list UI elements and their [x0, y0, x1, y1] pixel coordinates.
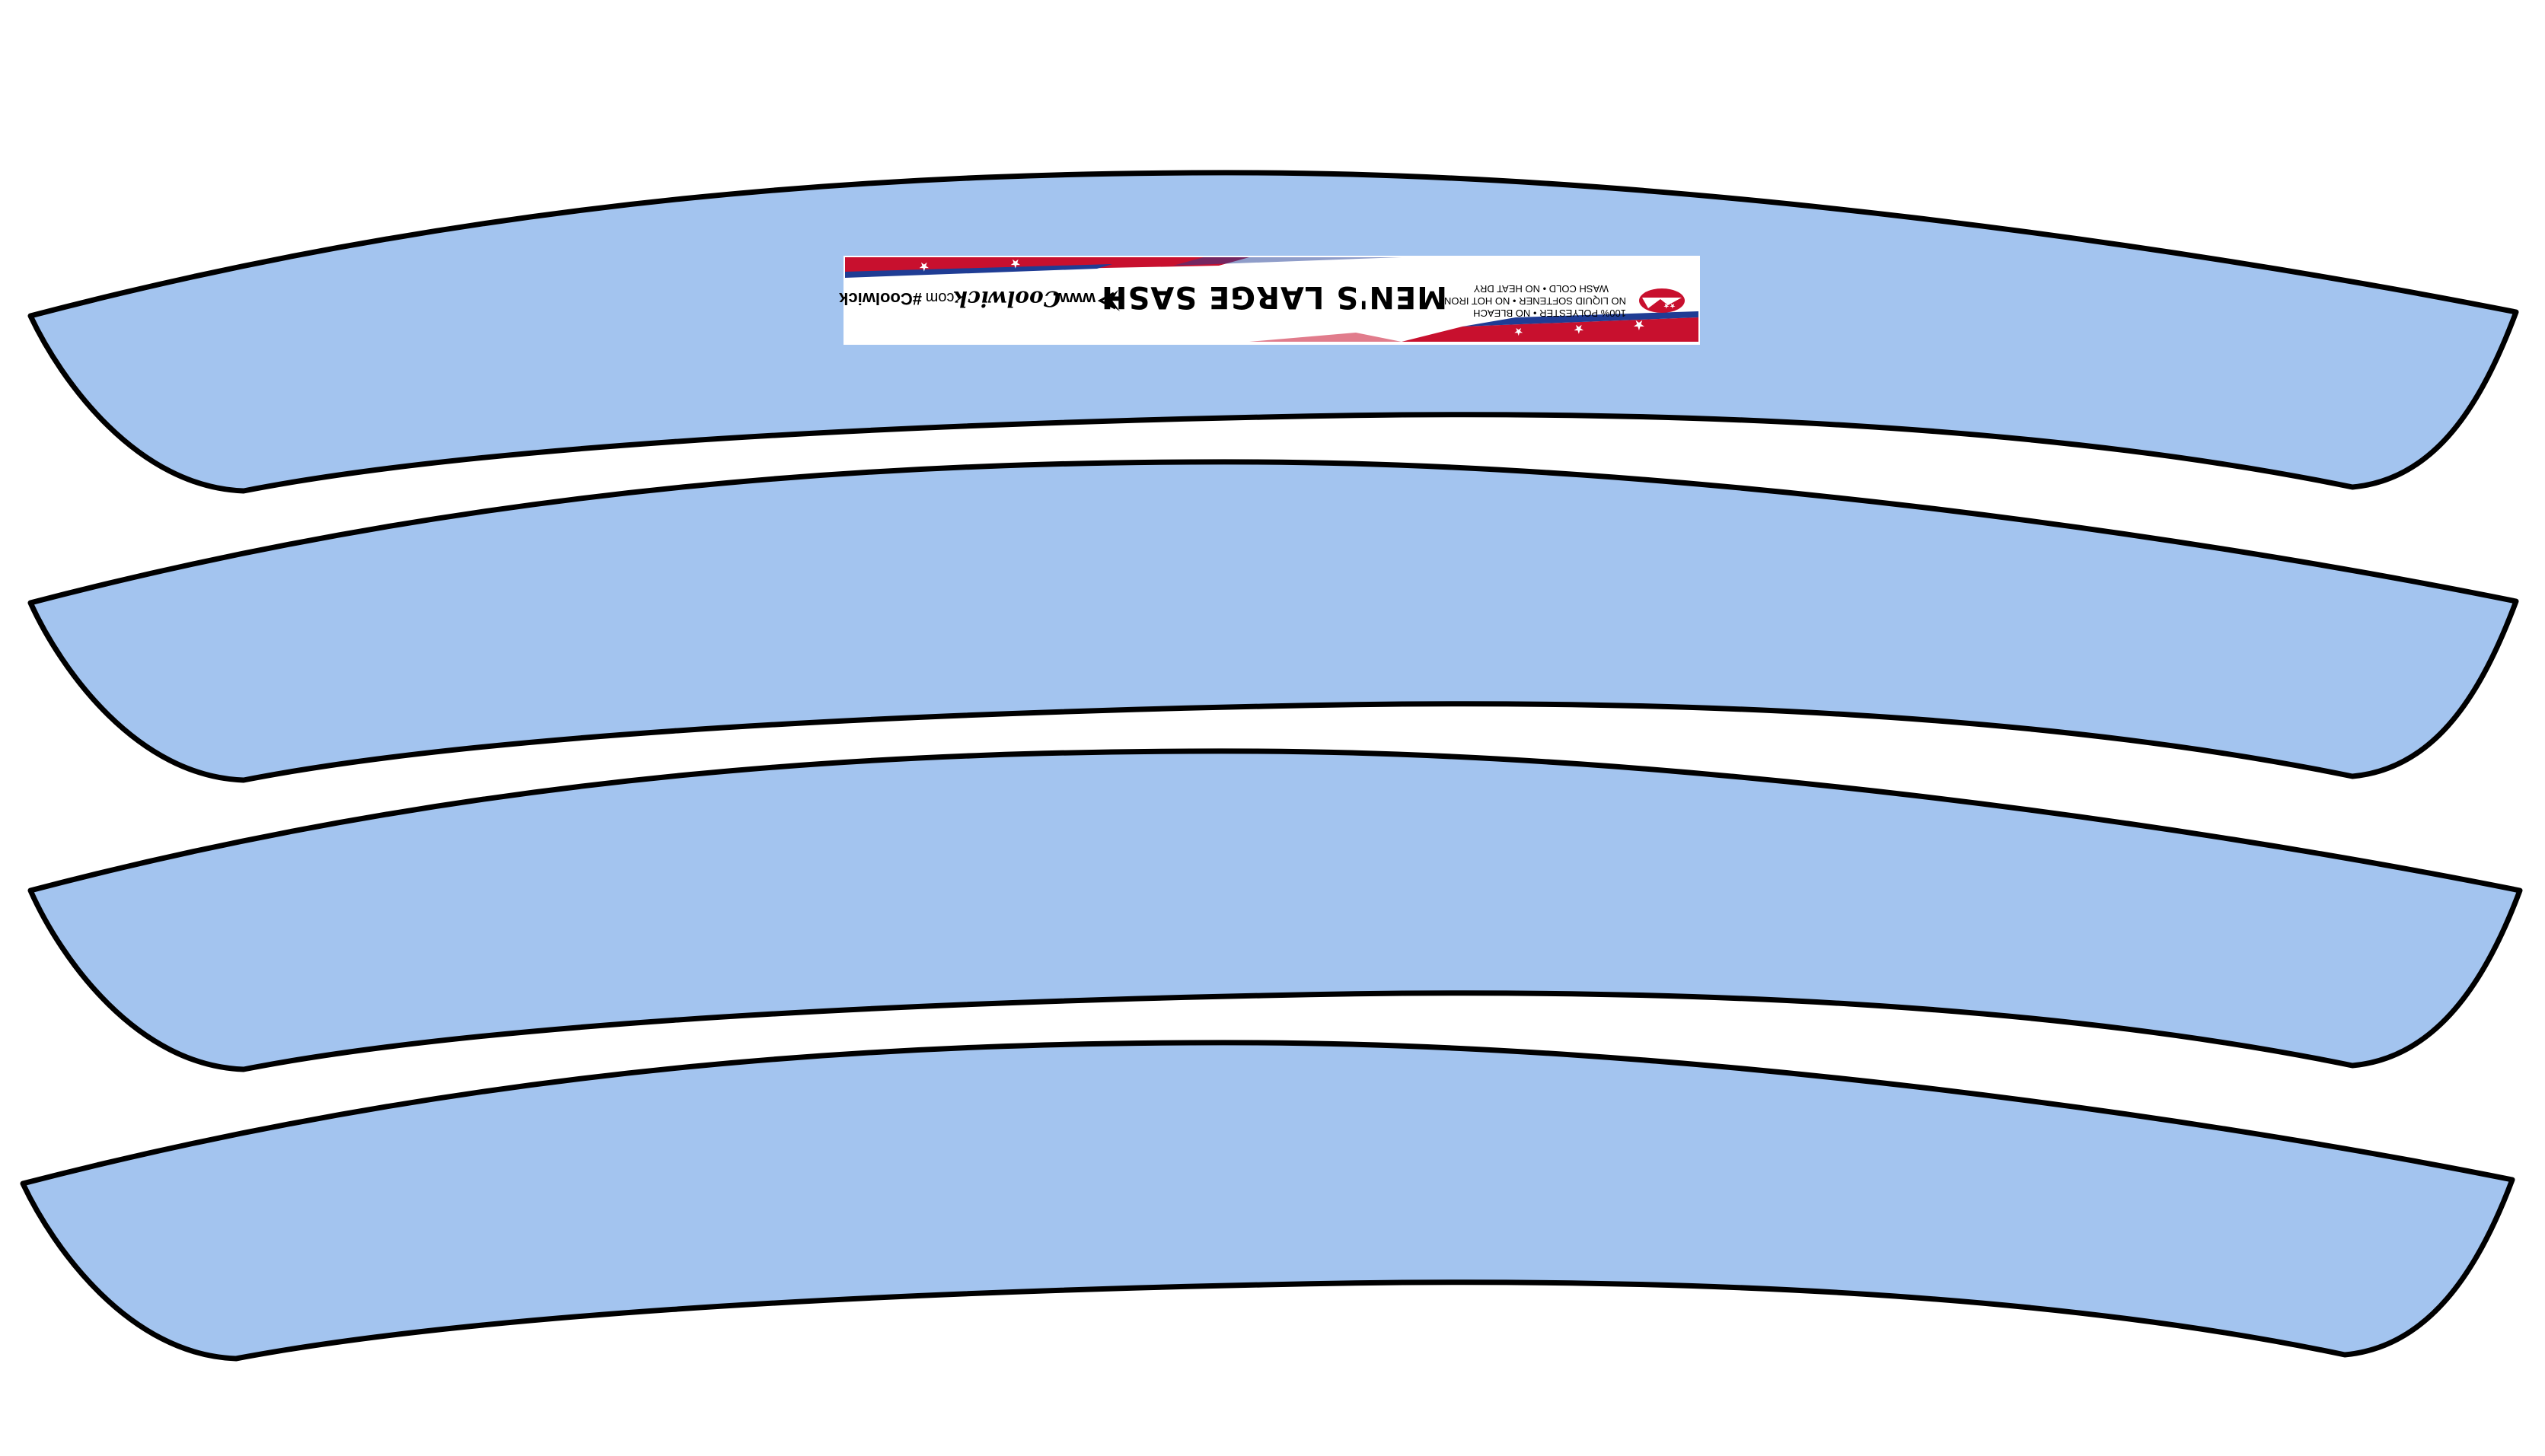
sash-panel-2 — [27, 459, 2519, 783]
sash-panel-3-shape — [27, 748, 2523, 1072]
svg-text:★: ★ — [919, 260, 930, 272]
brand-tld: .com — [926, 289, 958, 306]
sash-label-title: MEN'S LARGE SASH — [1101, 279, 1447, 314]
care-line-2: NO LIQUID SOFTENER • NO HOT IRON — [1444, 295, 1626, 307]
sash-panel-4-shape — [20, 1040, 2515, 1362]
flag-badge-icon: ★★ — [1639, 288, 1685, 313]
svg-text:★: ★ — [1513, 326, 1523, 338]
flag-swoosh-decoration: ★ ★ ★ ★ ★ — [845, 256, 1698, 342]
svg-text:★★: ★★ — [1663, 302, 1676, 310]
care-line-1: 100% POLYESTER • NO BLEACH — [1473, 307, 1626, 319]
svg-text:★: ★ — [1574, 322, 1584, 335]
svg-text:★: ★ — [1010, 256, 1021, 269]
hashtag: #Coolwick — [838, 289, 922, 308]
sash-panel-2-shape — [27, 459, 2519, 783]
sash-panel-3 — [27, 748, 2523, 1072]
sash-label-inverted-content: ★ ★ ★ ★ ★ ★★ 100% POLYESTER • NO BLEACH … — [838, 256, 1698, 342]
svg-text:★: ★ — [1633, 317, 1645, 333]
sash-label: ★ ★ ★ ★ ★ ★★ 100% POLYESTER • NO BLEACH … — [838, 256, 1700, 345]
care-line-3: WASH COLD • NO HEAT DRY — [1473, 283, 1609, 295]
brand-name: Coolwick — [953, 286, 1060, 311]
coolwick-bird-logo-icon — [1097, 290, 1120, 311]
sash-panel-4 — [20, 1040, 2515, 1362]
brand-www: www. — [1052, 289, 1096, 308]
